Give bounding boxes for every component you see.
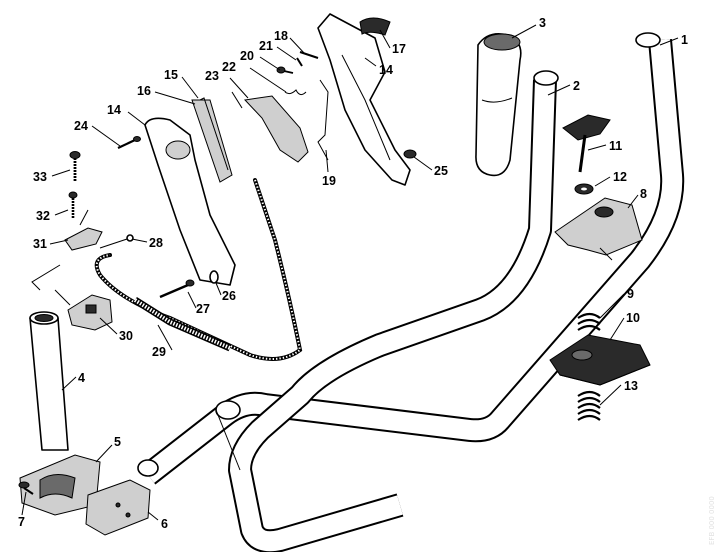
knob-17	[359, 17, 391, 36]
callout-32: 32	[36, 209, 50, 223]
callout-25: 25	[434, 164, 448, 178]
callout-2: 2	[573, 79, 580, 93]
handle-housing-14-right	[317, 13, 411, 186]
callout-27: 27	[196, 302, 210, 316]
callout-30: 30	[119, 329, 133, 343]
throttle-cable-29	[94, 178, 303, 361]
callout-14-left: 14	[107, 103, 121, 117]
callout-10: 10	[626, 311, 640, 325]
callout-12: 12	[613, 170, 627, 184]
screw-7	[18, 481, 34, 495]
pin-21	[296, 57, 303, 67]
screw-27	[159, 279, 195, 299]
screw-24	[117, 136, 141, 149]
handle-housing-14-left	[144, 117, 236, 286]
callout-29: 29	[152, 345, 166, 359]
callout-19: 19	[322, 174, 336, 188]
callout-33: 33	[33, 170, 47, 184]
callout-15: 15	[164, 68, 178, 82]
clamp-housing-8	[554, 197, 643, 261]
callout-11: 11	[609, 139, 622, 153]
washer-12	[574, 183, 594, 195]
small-screw-20	[276, 66, 294, 74]
callout-4: 4	[78, 371, 85, 385]
callout-28: 28	[149, 236, 163, 250]
nut-25	[403, 149, 417, 159]
handlebar-tube-1	[137, 32, 685, 485]
throttle-lever-15	[191, 99, 233, 183]
callout-22: 22	[222, 60, 236, 74]
handlebar-tube-2	[215, 70, 559, 552]
small-screw-18	[299, 51, 319, 59]
spring-22	[284, 89, 307, 96]
terminal-31	[64, 209, 103, 251]
lower-clamp-10	[549, 334, 651, 386]
spring-13	[577, 390, 601, 421]
tube-4	[29, 311, 69, 451]
callout-14-right: 14	[379, 63, 393, 77]
callout-18: 18	[274, 29, 288, 43]
callout-13: 13	[624, 379, 638, 393]
callout-3: 3	[539, 16, 546, 30]
grip-3	[475, 32, 522, 177]
callout-31: 31	[33, 237, 47, 251]
callout-6: 6	[161, 517, 168, 531]
switch-block-30	[31, 264, 113, 331]
wing-screw-11	[562, 114, 611, 173]
callout-9: 9	[627, 287, 634, 301]
screw-32	[68, 191, 78, 218]
callout-23: 23	[205, 69, 219, 83]
callout-7: 7	[18, 515, 25, 529]
ring-26	[209, 270, 219, 284]
leader-lines	[21, 24, 679, 521]
callout-17: 17	[392, 42, 406, 56]
callout-numbers: 1 2 3 4 5 6 7 8 9 10 11 12 13 14 14 15 1…	[18, 16, 688, 531]
connector-28	[99, 234, 134, 249]
callout-16: 16	[137, 84, 151, 98]
clamp-6	[85, 479, 151, 536]
clamp-5	[19, 454, 101, 516]
callout-21: 21	[259, 39, 273, 53]
spring-9	[577, 312, 601, 331]
callout-26: 26	[222, 289, 236, 303]
callout-20: 20	[240, 49, 254, 63]
callout-5: 5	[114, 435, 121, 449]
callout-24: 24	[74, 119, 88, 133]
callout-1: 1	[681, 33, 688, 47]
lever-strip-16	[199, 97, 229, 171]
contact-spring-19	[317, 79, 329, 161]
callout-8: 8	[640, 187, 647, 201]
watermark-text: EFB 000 0000	[708, 496, 716, 545]
screw-33	[69, 151, 81, 182]
trigger-23	[231, 91, 309, 163]
